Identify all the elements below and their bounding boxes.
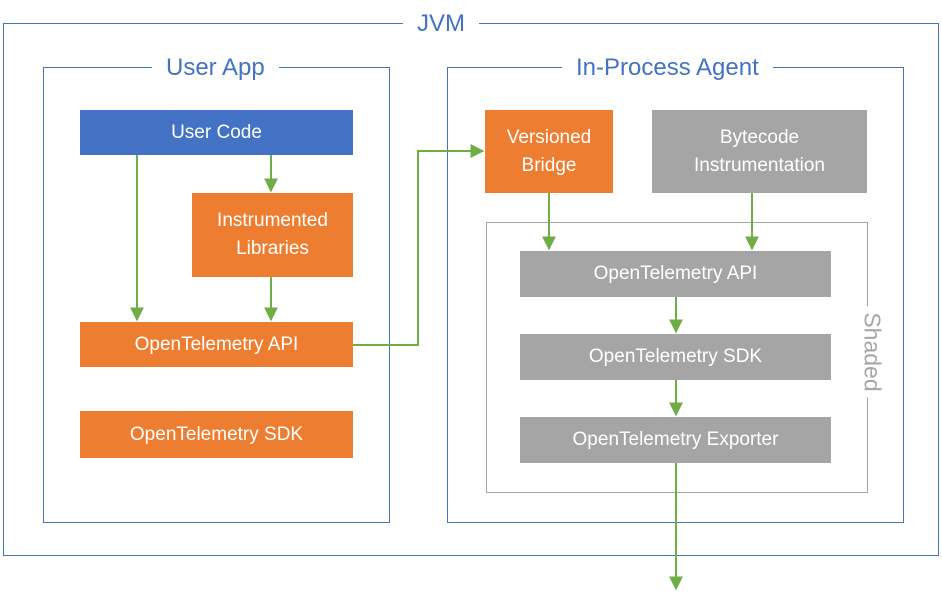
user-otel-api-box: OpenTelemetry API xyxy=(80,322,353,367)
agent-title: In-Process Agent xyxy=(562,53,773,83)
jvm-title: JVM xyxy=(403,9,479,39)
agent-otel-exporter-box: OpenTelemetry Exporter xyxy=(520,417,831,463)
user-app-title: User App xyxy=(152,53,279,83)
agent-otel-sdk-box: OpenTelemetry SDK xyxy=(520,334,831,380)
user-otel-sdk-box: OpenTelemetry SDK xyxy=(80,411,353,458)
user-code-box: User Code xyxy=(80,110,353,155)
bytecode-instrumentation-box: Bytecode Instrumentation xyxy=(652,110,867,193)
versioned-bridge-box: Versioned Bridge xyxy=(485,110,613,193)
instrumented-libraries-box: Instrumented Libraries xyxy=(192,193,353,277)
agent-otel-api-box: OpenTelemetry API xyxy=(520,251,831,297)
arrow-api-to-bridge xyxy=(353,144,485,346)
